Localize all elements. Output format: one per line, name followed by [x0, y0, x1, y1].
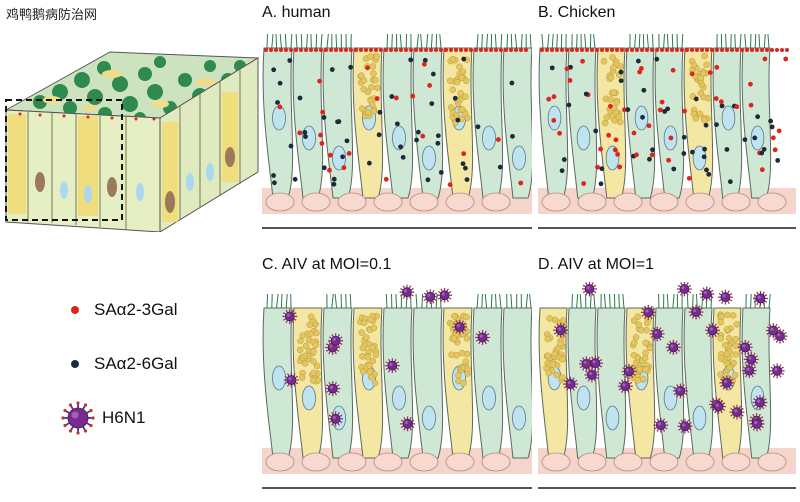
panel-a-epithelium — [262, 33, 532, 229]
watermark: 鸡鸭鹅病防治网 — [6, 8, 98, 23]
legend-sa23: SAα2-3Gal — [70, 300, 178, 320]
panel-c-epithelium — [262, 284, 532, 489]
virus-icon — [61, 401, 95, 435]
legend-virus-label: H6N1 — [102, 408, 146, 427]
legend-sa26-label: SAα2-6Gal — [94, 354, 178, 373]
panel-b-epithelium — [538, 33, 796, 229]
panel-c-title: C. AIV at MOI=0.1 — [262, 256, 392, 273]
panel-d-epithelium — [538, 282, 796, 489]
legend-sa26: SAα2-6Gal — [70, 354, 178, 374]
legend-sa23-label: SAα2-3Gal — [94, 300, 178, 319]
panel-d-title: D. AIV at MOI=1 — [538, 256, 655, 273]
navy-dot-icon — [71, 360, 79, 368]
panel-a-title: A. human — [262, 4, 331, 21]
panel-b-title: B. Chicken — [538, 4, 616, 21]
red-dot-icon — [71, 306, 79, 314]
tissue-block-overview — [4, 51, 260, 232]
legend-virus: H6N1 — [58, 398, 145, 438]
